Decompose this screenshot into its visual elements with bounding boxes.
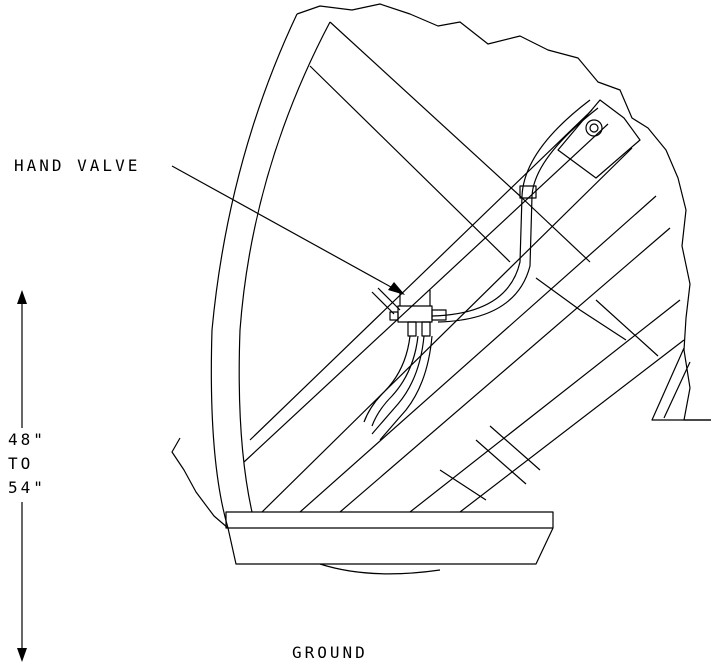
height-label-to: TO	[8, 454, 34, 473]
diagonal-beam-6	[409, 299, 681, 513]
airline-hose-lower-b	[371, 335, 419, 427]
diagonal-beam-2	[243, 123, 609, 463]
cross-strut-8	[475, 439, 527, 485]
hand-valve-leader	[171, 165, 401, 293]
airline-hose-lower-d	[379, 335, 433, 441]
tire-ground-contact	[319, 563, 441, 575]
right-fender	[651, 347, 711, 421]
cross-strut-7	[489, 425, 541, 471]
frame-bottom-plate	[225, 511, 554, 529]
dimension-arrow-bottom	[17, 648, 27, 662]
valve-fitting-left	[389, 311, 399, 321]
valve-fitting-down-2	[421, 321, 431, 337]
diagonal-beam-4	[299, 195, 657, 513]
diagonal-beam-1	[249, 109, 593, 441]
ground-label: GROUND	[292, 643, 368, 662]
cross-strut-2	[309, 65, 511, 263]
cross-strut-1	[329, 21, 521, 197]
height-label-min: 48"	[8, 430, 46, 449]
torn-edge-left	[171, 437, 229, 529]
hose-clamp	[519, 185, 537, 199]
hand-valve-label: HAND VALVE	[14, 156, 141, 175]
tire-outer-edge	[210, 13, 298, 529]
diagonal-beam-3	[261, 147, 633, 513]
torn-edge-top	[296, 3, 711, 421]
valve-handle	[371, 287, 401, 315]
airline-hose-upper-b	[437, 107, 599, 323]
diagonal-beam-7	[459, 339, 685, 513]
airline-hose-upper-a	[431, 99, 591, 317]
diagonal-beam-5	[339, 227, 671, 513]
upper-bracket	[557, 99, 641, 179]
cross-strut-5	[579, 309, 627, 341]
valve-fitting-right	[431, 309, 447, 321]
dimension-arrow-top	[17, 290, 27, 304]
leader-arrow-head	[388, 282, 405, 295]
airline-hose-lower-c	[371, 335, 425, 435]
frame-bottom-skirt	[227, 527, 554, 565]
tire-inner-arc	[238, 21, 331, 513]
airline-hose-lower-a	[363, 335, 411, 423]
bracket-bolt	[585, 119, 603, 137]
cross-strut-4	[535, 277, 581, 311]
cross-strut-9	[439, 469, 487, 501]
valve-fitting-down-1	[407, 321, 417, 337]
cross-strut-6	[595, 299, 659, 357]
height-label-max: 54"	[8, 478, 46, 497]
